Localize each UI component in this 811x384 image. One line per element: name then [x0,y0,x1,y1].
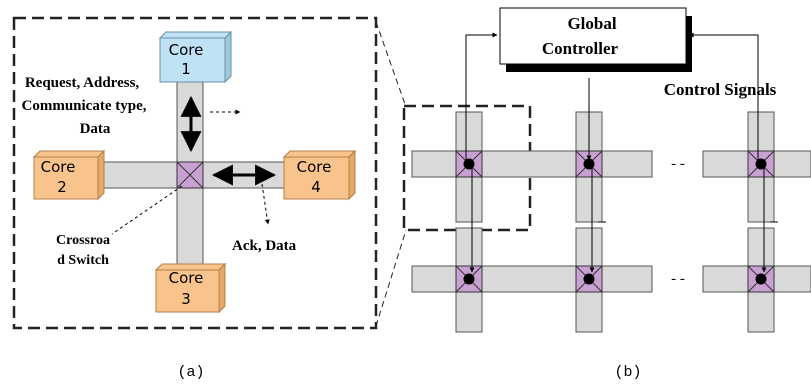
switch-dashed-pointer [111,185,183,235]
core-2-top [32,150,106,158]
row-2-link-a [411,265,653,293]
zoom-line-top [375,21,407,108]
controller-box [499,7,687,65]
core-1-face [159,37,226,83]
panel-a-dashed-frame [12,16,378,330]
core-3-face [155,269,220,313]
core-4-face [283,156,350,200]
caption-a: (a) [177,364,204,381]
request-label-line-3: Data [80,121,111,137]
ack-dashed-arrow [261,183,270,225]
request-label-line-2: Communicate type, [22,98,147,114]
core-4-label: Core [297,158,332,176]
core-4-top [282,150,357,158]
zoom-line-bottom [375,229,407,327]
panel-a: Core 1 Core 2 Core 4 Core 3 [12,16,378,381]
core-1-number: 1 [181,60,191,78]
core-2: Core 2 [32,149,106,201]
core-2-label: Core [41,158,76,176]
row-2-ellipsis: - - [671,271,685,287]
request-label-line-1: Request, Address, [25,75,140,91]
core-1-side [224,30,232,84]
router-r2c2 [575,265,603,293]
router-r1c1 [455,150,483,178]
router-r1c3 [747,150,775,178]
caption-b: (b) [614,364,641,381]
core-1: Core 1 [158,30,233,84]
core-3-side [218,262,226,314]
panel-b: Global Controller Control Signals [402,7,811,381]
core-2-number: 2 [57,178,67,196]
core-4: Core 4 [282,149,357,201]
global-controller: Global Controller [499,7,692,72]
core-1-top [158,31,233,39]
signal-wire-col-3-to-controller [688,32,759,160]
row-1-ellipsis: - - [671,156,685,172]
ack-label: Ack, Data [232,238,297,254]
core-2-face [33,156,99,200]
crossroad-switch-router [176,161,204,189]
controller-label-line-1: Global [567,14,616,33]
controller-label-line-2: Controller [542,39,619,58]
core-3-label: Core [169,269,204,287]
core-1-label: Core [169,41,204,59]
router-r2c3 [747,265,775,293]
switch-label-line-1: Crossroa [56,233,110,248]
core-4-number: 4 [311,178,321,196]
control-signals-label: Control Signals [664,80,777,99]
router-r2c1 [455,265,483,293]
switch-label-line-2: d Switch [57,253,109,268]
row-1-link-a [411,150,653,178]
core-4-side [348,149,356,201]
core-3: Core 3 [154,262,227,314]
signal-wire-col-1-to-controller [465,32,498,160]
core-2-side [97,149,105,201]
core-3-number: 3 [181,290,191,308]
